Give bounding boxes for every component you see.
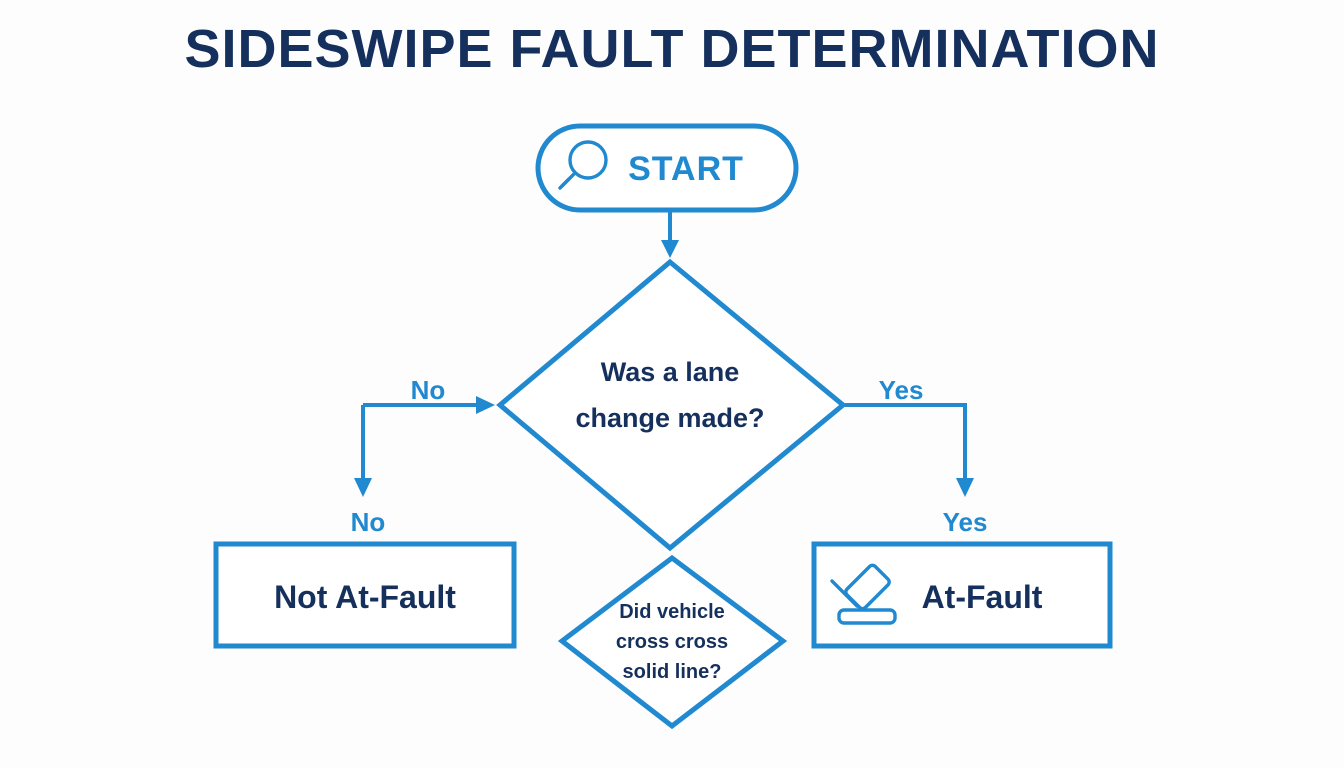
not-at-fault-shape — [213, 541, 517, 649]
at-fault-shape — [811, 541, 1113, 649]
decision-solid-line-line1: Did vehicle — [619, 601, 725, 623]
decision-solid-line-line3: solid line? — [623, 661, 722, 683]
edge-no-left — [354, 396, 495, 497]
node-start[interactable]: START — [535, 123, 799, 213]
decision-solid-line-line2: cross cross — [616, 631, 728, 653]
gavel-icon — [830, 563, 897, 625]
decision-lane-change-line1: Was a lane — [601, 357, 740, 387]
at-fault-label: At-Fault — [922, 579, 1043, 615]
edge-label-yes-upper: Yes — [879, 375, 924, 405]
magnifier-icon — [558, 140, 608, 190]
decision-solid-line-shape — [557, 554, 788, 730]
arrowhead-right — [476, 396, 495, 414]
arrowhead-down — [956, 478, 974, 497]
node-decision-solid-line[interactable]: Did vehicle cross cross solid line? — [557, 554, 788, 730]
edge-label-yes-lower: Yes — [943, 507, 988, 537]
decision-lane-change-shape — [496, 258, 847, 552]
edge-start-to-decision — [661, 210, 679, 258]
edge-label-no-upper: No — [411, 375, 446, 405]
node-outcome-at-fault[interactable]: At-Fault — [811, 541, 1113, 649]
arrowhead-down — [354, 478, 372, 497]
start-node-label: START — [628, 150, 744, 188]
not-at-fault-label: Not At-Fault — [274, 579, 456, 615]
edge-label-no-lower: No — [351, 507, 386, 537]
node-outcome-not-at-fault[interactable]: Not At-Fault — [213, 541, 517, 649]
arrowhead-down — [661, 240, 679, 258]
edge-yes-right — [845, 403, 974, 497]
decision-lane-change-line2: change made? — [575, 403, 764, 433]
page-title: SIDESWIPE FAULT DETERMINATION — [184, 19, 1159, 79]
node-decision-lane-change[interactable]: Was a lane change made? — [496, 258, 847, 552]
